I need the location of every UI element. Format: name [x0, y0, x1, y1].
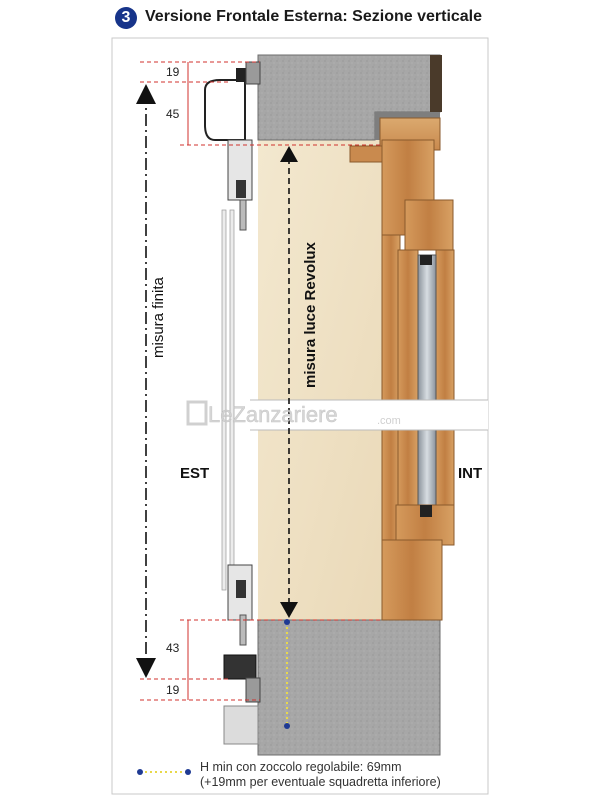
- misura-finita-label: misura finita: [150, 276, 167, 358]
- upper-guide-dark: [236, 180, 246, 198]
- wood-sash-right-bottom: [435, 429, 455, 506]
- opening-area: [258, 140, 383, 620]
- watermark-brand: LeZanzariere: [208, 402, 338, 427]
- upper-screw: [239, 199, 247, 231]
- wood-frame-bottom: [381, 539, 443, 621]
- glass-top: [417, 254, 437, 401]
- lower-guide-dark: [236, 580, 246, 598]
- gasket-bottom: [420, 505, 432, 517]
- legend-dot-right: [185, 769, 191, 775]
- step-number-badge: 3: [115, 7, 137, 29]
- guide-rail-left: [221, 209, 227, 591]
- misura-luce-label: misura luce Revolux: [302, 241, 319, 388]
- wood-sash-left-top: [397, 249, 419, 401]
- adjustable-plinth: [223, 705, 259, 745]
- legend-line-2: (+19mm per eventuale squadretta inferior…: [200, 775, 441, 789]
- light-arrow-bottom: [280, 602, 298, 618]
- legend-dot-left: [137, 769, 143, 775]
- side-ext-label: EST: [180, 465, 209, 482]
- hmin-dot-bottom: [284, 723, 290, 729]
- dimension-lines: [140, 61, 380, 701]
- bottom-sill: [257, 619, 441, 756]
- finished-arrow-bottom: [136, 658, 156, 678]
- hmin-dot-top: [284, 619, 290, 625]
- legend-note: H min con zoccolo regolabile: 69mm (+19m…: [200, 760, 441, 790]
- wood-sash-top: [404, 199, 454, 251]
- watermark-logo: LeZanzariere .com: [186, 400, 401, 427]
- gasket-top: [420, 255, 432, 265]
- legend-line-1: H min con zoccolo regolabile: 69mm: [200, 760, 402, 774]
- wood-sash-left-bottom: [397, 429, 419, 506]
- lintel-edge: [430, 55, 442, 112]
- glass-bottom: [417, 429, 437, 511]
- guide-rail-right: [229, 209, 235, 591]
- watermark-icon: [186, 400, 208, 426]
- side-int-label: INT: [458, 465, 482, 482]
- dim-bottom-19: 19: [166, 683, 180, 697]
- light-arrow-top: [280, 146, 298, 162]
- finished-arrow-top: [136, 84, 156, 104]
- page-title: Versione Frontale Esterna: Sezione verti…: [145, 8, 483, 25]
- watermark-suffix: .com: [377, 415, 401, 427]
- wood-sash-right-top: [435, 249, 455, 401]
- roller-box: [204, 79, 246, 141]
- bottom-profile: [223, 654, 257, 680]
- top-bracket: [245, 61, 261, 85]
- dim-top-19: 19: [166, 65, 180, 79]
- bottom-bracket: [245, 677, 261, 703]
- header: 3 Versione Frontale Esterna: Sezione ver…: [0, 0, 600, 36]
- dim-bottom-43: 43: [166, 641, 180, 655]
- dim-top-45: 45: [166, 107, 180, 121]
- lower-screw: [239, 614, 247, 646]
- top-wood-small: [349, 145, 383, 163]
